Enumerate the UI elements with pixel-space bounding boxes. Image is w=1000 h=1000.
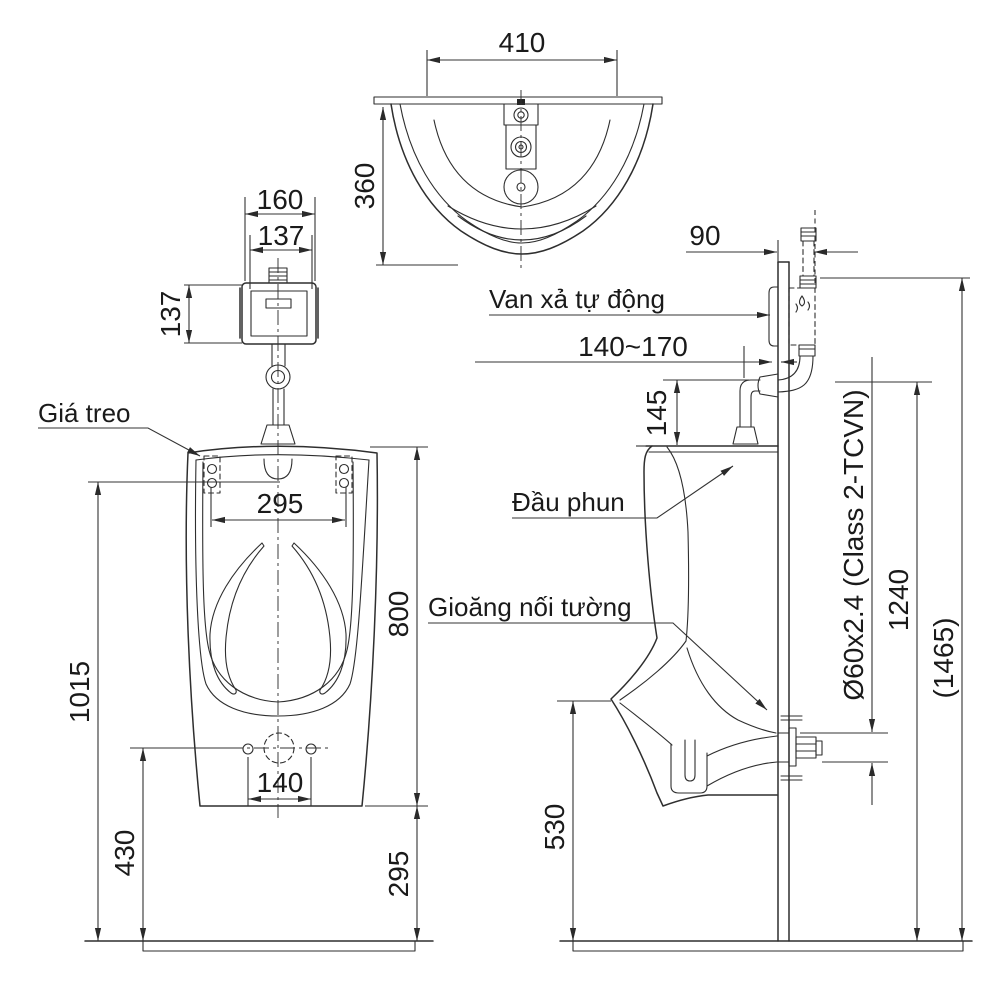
label-gia-treo: Giá treo [38,398,201,457]
van-xa-text: Van xả tự động [489,284,665,314]
dim-140: 140 [247,757,312,806]
urinal-side-section [610,445,779,807]
flush-valve-front [239,267,319,445]
dim-137w-text: 137 [258,220,305,251]
wall-section-side [777,261,790,942]
dim-1465: (1465) [820,277,970,941]
mounting-bracket-right [335,455,353,494]
dim-530-text: 530 [539,804,570,851]
dim-430: 430 [109,747,242,941]
dim-800-text: 800 [383,591,414,638]
dim-90-text: 90 [689,220,720,251]
dim-137-width: 137 [249,220,313,289]
dim-145-text: 145 [641,390,672,437]
dim-160-text: 160 [257,184,304,215]
spud-flare-front [260,424,296,445]
dim-140-text: 140 [257,767,304,798]
dim-1015: 1015 [64,481,280,941]
trap-section [670,735,778,794]
wall-outlet-flange [777,715,823,781]
dim-1465-text: (1465) [928,618,959,699]
label-dau-phun: Đầu phun [512,465,734,519]
dim-360-text: 360 [349,163,380,210]
dim-295c-text: 295 [383,851,414,898]
dim-295-hanger: 295 [210,487,347,527]
bowl-ridge-right [291,542,347,695]
mounting-bracket-left [203,455,221,494]
dim-140-170: 140~170 [475,331,797,378]
water-sensor-icon [795,295,811,313]
dau-phun-text: Đầu phun [512,487,625,517]
top-view: 410 360 [349,27,663,268]
dim-1240-text: 1240 [883,569,914,631]
bowl-ridge-left [209,542,265,695]
front-view: 160 137 137 [38,184,434,952]
dim-1015-text: 1015 [64,661,95,723]
wall-flange-bell [757,373,779,398]
dim-410-text: 410 [499,27,546,58]
drain-outlet-front [228,732,330,764]
dim-o60-text: Ø60x2.4 (Class 2-TCVN) [838,389,869,700]
spud-pipe-side [732,373,779,445]
urinal-top-outline [390,103,654,255]
label-van-xa: Van xả tự động [489,284,770,319]
side-view: 90 Van xả tự động 140~170 145 Đầu phun G… [428,210,973,952]
dim-295-clearance: 295 [383,806,421,941]
sensor-window [265,298,292,309]
floor-line-front [84,940,434,952]
dim-137-height: 137 [155,284,242,344]
floor-line-side [559,940,973,952]
dim-410: 410 [426,27,618,96]
dim-140-170-text: 140~170 [578,331,688,362]
label-gioang: Gioăng nối tường [428,592,768,711]
dim-800: 800 [365,446,428,807]
supply-pipe-side [799,227,817,289]
dim-530: 530 [539,700,611,941]
gioang-text: Gioăng nối tường [428,592,632,622]
urinal-front-body [185,445,379,807]
dim-160: 160 [244,184,316,281]
gia-treo-text: Giá treo [38,398,131,428]
dim-145: 145 [636,379,749,447]
valve-cover-plate [768,286,779,347]
dim-90: 90 [686,210,858,286]
dim-137h-text: 137 [155,291,186,338]
dim-430-text: 430 [109,830,140,877]
dim-o60-pipe: Ø60x2.4 (Class 2-TCVN) [800,357,888,805]
spud-cone-side [732,426,759,445]
flush-valve-side [768,286,816,393]
dim-295h-text: 295 [257,488,304,519]
dim-360: 360 [349,107,458,266]
dim-1240: 1240 [835,381,932,941]
